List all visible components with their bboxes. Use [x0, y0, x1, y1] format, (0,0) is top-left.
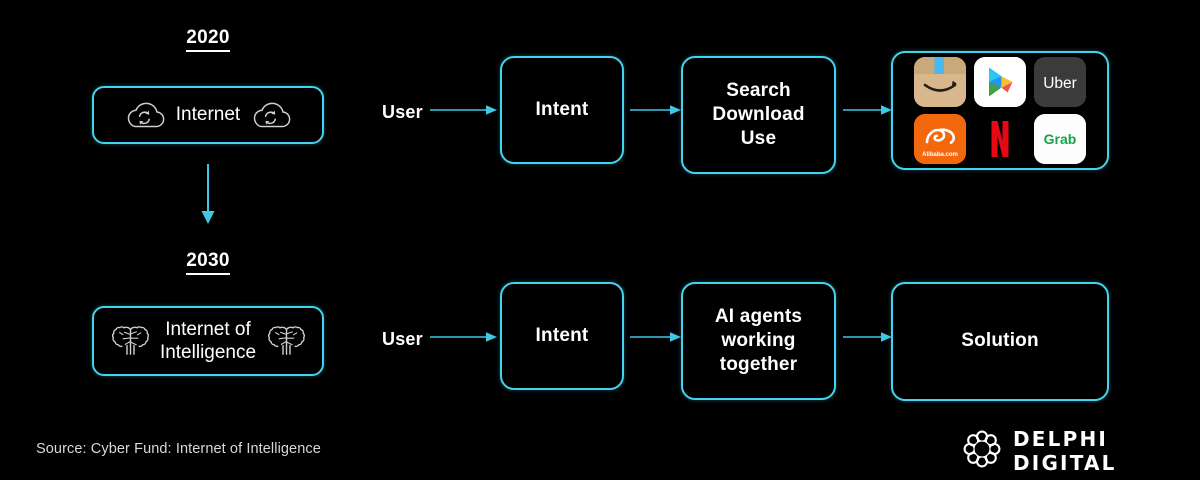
flow-2030-step-ai-agents-label: AI agents working together	[714, 305, 803, 376]
google-play-icon[interactable]	[974, 57, 1026, 107]
grab-icon[interactable]: Grab	[1034, 114, 1086, 164]
netflix-icon[interactable]	[974, 114, 1026, 164]
brain-icon	[266, 321, 306, 361]
netflix-n-glyph	[991, 121, 1009, 157]
flow-2030-step-intent-label: Intent	[535, 324, 589, 346]
arrow-right-icon	[630, 103, 682, 122]
delphi-ring-icon	[962, 429, 1002, 474]
delphi-digital-logo: DELPHI DIGITAL	[962, 427, 1200, 475]
flow-2030-step-solution-label: Solution	[961, 330, 1039, 352]
flow-2020-actor-label: User	[382, 102, 423, 122]
flow-2020-step-intent: Intent	[500, 56, 624, 164]
era-2030-concept-box: Internet of Intelligence	[92, 306, 324, 376]
era-2020-concept-label: Internet	[175, 104, 241, 126]
source-attribution: Source: Cyber Fund: Internet of Intellig…	[36, 441, 321, 457]
flow-2020-step-search-download-use: Search Download Use	[681, 56, 836, 174]
grab-wordmark: Grab	[1044, 131, 1077, 147]
era-2020-year-wrap: 2020	[92, 27, 324, 52]
flow-2020-step-intent-label: Intent	[535, 98, 589, 120]
era-2030-year-wrap: 2030	[92, 250, 324, 275]
flow-2030-step-ai-agents: AI agents working together	[681, 282, 836, 400]
alibaba-wordmark: Alibaba.com	[922, 152, 958, 158]
app-grid: Uber Alibaba.com	[914, 57, 1086, 164]
arrow-right-icon	[843, 330, 893, 349]
flow-2030-step-solution: Solution	[891, 282, 1109, 401]
era-2020-year-label: 2020	[186, 27, 230, 52]
arrow-down-icon	[196, 164, 220, 231]
cloud-sync-icon	[124, 100, 166, 130]
flow-2020-step-apps: Uber Alibaba.com	[891, 51, 1109, 170]
era-2030-concept-label: Internet of Intelligence	[159, 318, 257, 363]
flow-2020-step-search-download-use-label: Search Download Use	[712, 79, 805, 150]
uber-icon[interactable]: Uber	[1034, 57, 1086, 107]
era-2020-concept-box: Internet	[92, 86, 324, 144]
arrow-right-icon	[430, 330, 498, 349]
uber-wordmark: Uber	[1043, 75, 1077, 92]
arrow-right-icon	[843, 103, 893, 122]
era-2030-year-label: 2030	[186, 250, 230, 275]
arrow-right-icon	[430, 103, 498, 122]
arrow-right-icon	[630, 330, 682, 349]
flow-2030-actor-label: User	[382, 329, 423, 349]
cloud-sync-icon	[250, 100, 292, 130]
alibaba-icon[interactable]: Alibaba.com	[914, 114, 966, 164]
delphi-digital-wordmark: DELPHI DIGITAL	[1013, 427, 1117, 475]
flow-2030-step-intent: Intent	[500, 282, 624, 390]
brain-icon	[110, 321, 150, 361]
amazon-icon[interactable]	[914, 57, 966, 107]
